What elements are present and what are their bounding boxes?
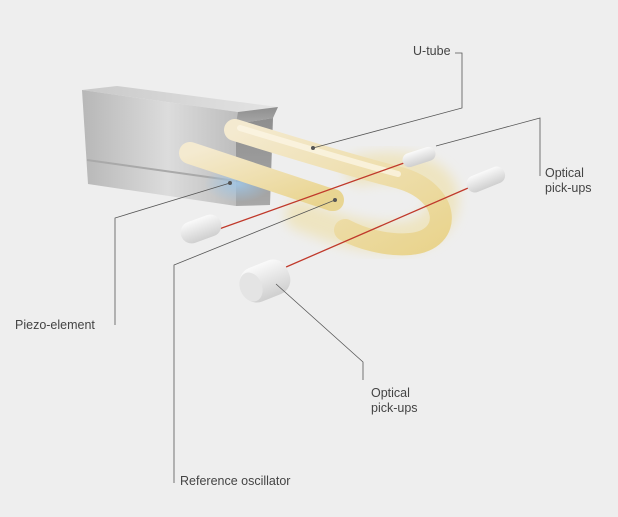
optical-pickup-front [239,259,291,303]
reference-oscillator-tube [179,142,343,211]
leader-optical-pickups-bottom [275,283,364,380]
label-piezo-element: Piezo-element [15,318,95,332]
optical-pickup-upper-right [402,146,436,168]
label-optical-pickups-bottom-line-2: pick-ups [371,401,418,415]
leader-reference-oscillator [173,199,336,483]
leader-piezo-element [114,182,231,325]
label-optical-pickups-right-line-2: pick-ups [545,181,592,195]
optical-pickup-lower-right [466,166,506,193]
label-optical-pickups-bottom-line-1: Optical [371,386,410,400]
label-optical-pickups-right-line-1: Optical [545,166,584,180]
u-tube-arm [185,152,345,230]
laser-beams [204,157,476,275]
laser-beam-upper [204,157,419,235]
label-u-tube: U-tube [413,44,451,58]
laser-beam-lower [269,184,476,275]
u-tube [224,119,452,256]
optical-pickup-left-small [180,214,222,244]
leader-lines [114,52,541,483]
leader-optical-pickups-right [435,117,541,176]
label-optical-pickups-bottom: Optical pick-ups [371,386,418,416]
label-optical-pickups-right: Optical pick-ups [545,166,592,196]
label-reference-oscillator: Reference oscillator [180,474,291,488]
leader-u-tube [312,52,463,149]
